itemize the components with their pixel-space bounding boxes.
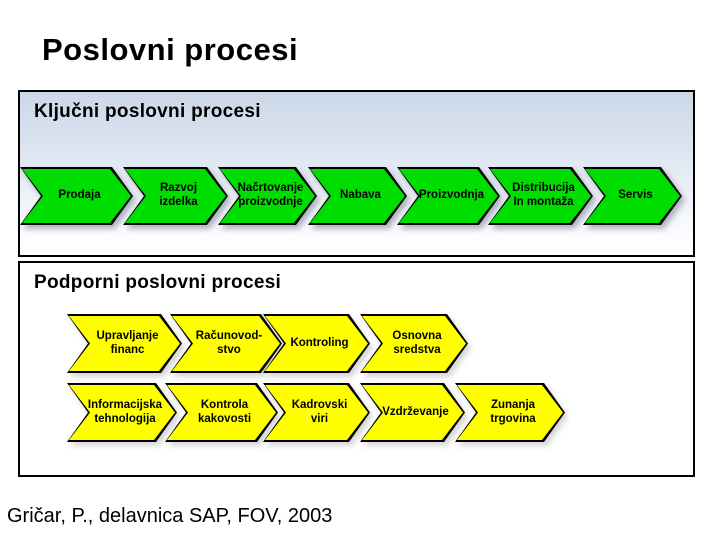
- process-arrow-kadrovski-viri: Kadrovski viri: [263, 383, 370, 442]
- process-arrow-nacrtovanje-proizvodnje: Načrtovanje proizvodnje: [218, 167, 317, 225]
- support-processes-header: Podporni poslovni procesi: [34, 272, 282, 293]
- process-arrow-proizvodnja: Proizvodnja: [397, 167, 500, 225]
- process-arrow-servis: Servis: [583, 167, 682, 225]
- process-arrow-prodaja: Prodaja: [20, 167, 133, 225]
- process-arrow-label: Distribucija In montaža: [512, 182, 575, 208]
- process-arrow-upravljanje-financ: Upravljanje financ: [67, 314, 182, 373]
- process-arrow-label: Osnovna sredstva: [392, 329, 442, 356]
- process-arrow-label: Servis: [618, 189, 653, 202]
- process-arrow-kontrola-kakovosti: Kontrola kakovosti: [165, 383, 278, 442]
- process-arrow-label: Razvoj izdelka: [159, 182, 198, 208]
- process-arrow-racunovodstvo: Računovod- stvo: [170, 314, 282, 373]
- process-arrow-label: Načrtovanje proizvodnje: [237, 182, 304, 208]
- process-arrow-label: Vzdrževanje: [382, 405, 449, 418]
- process-arrow-label: Kadrovski viri: [291, 398, 348, 425]
- process-arrow-label: Zunanja trgovina: [490, 398, 536, 425]
- process-arrow-label: Prodaja: [58, 189, 101, 202]
- process-arrow-label: Kontrola kakovosti: [197, 398, 252, 425]
- process-arrow-label: Upravljanje financ: [96, 329, 159, 356]
- process-arrow-label: Informacijska tehnologija: [87, 398, 163, 425]
- process-arrow-razvoj-izdelka: Razvoj izdelka: [123, 167, 228, 225]
- process-arrow-label: Proizvodnja: [418, 189, 485, 202]
- slide-title: Poslovni procesi: [42, 32, 299, 67]
- process-arrow-nabava: Nabava: [308, 167, 407, 225]
- process-arrow-informacijska-tehnologija: Informacijska tehnologija: [67, 383, 177, 442]
- process-arrow-label: Kontroling: [290, 336, 349, 349]
- key-processes-header: Ključni poslovni procesi: [34, 101, 261, 122]
- process-arrow-kontroling: Kontroling: [263, 314, 370, 373]
- process-arrow-label: Računovod- stvo: [195, 329, 263, 356]
- process-arrow-zunanja-trgovina: Zunanja trgovina: [455, 383, 565, 442]
- process-arrow-distribucija-montaza: Distribucija In montaža: [488, 167, 593, 225]
- process-arrow-osnovna-sredstva: Osnovna sredstva: [360, 314, 468, 373]
- slide-footer-citation: Gričar, P., delavnica SAP, FOV, 2003: [7, 505, 333, 527]
- process-arrow-vzdrzevanje: Vzdrževanje: [360, 383, 465, 442]
- process-arrow-label: Nabava: [340, 189, 381, 202]
